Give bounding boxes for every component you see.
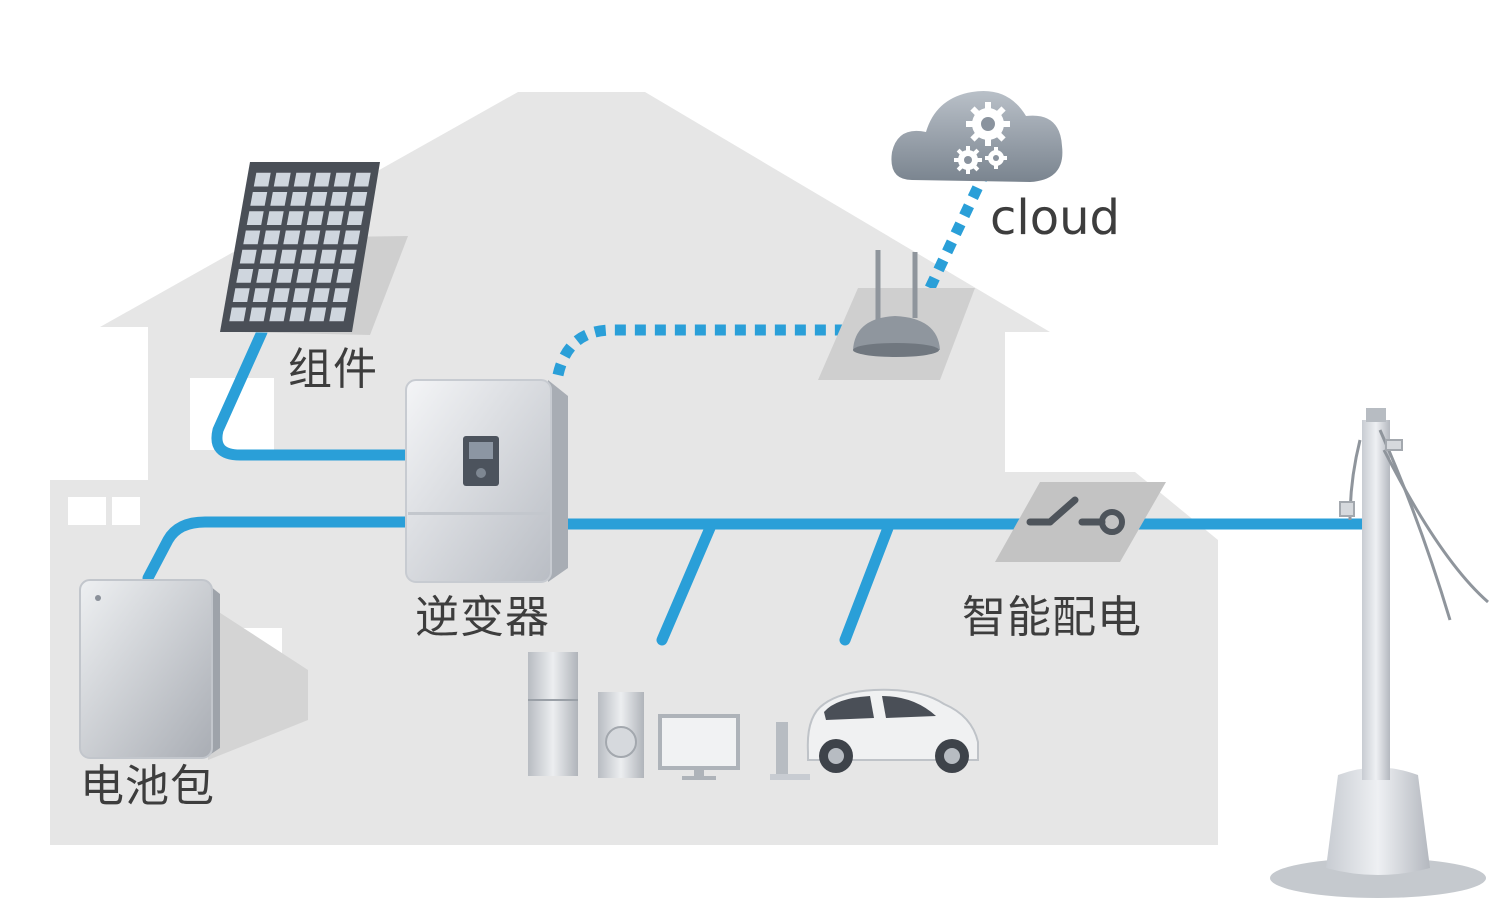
monitor-icon: [658, 714, 740, 780]
solar-cell: [229, 307, 247, 322]
solar-cell: [263, 230, 281, 245]
solar-cell: [329, 307, 347, 322]
solar-cell: [256, 268, 274, 283]
solar-cell: [283, 230, 301, 245]
solar-cell: [296, 268, 314, 283]
solar-cell: [249, 307, 267, 322]
utility-pole-icon: [1270, 408, 1489, 898]
solar-cell: [270, 191, 288, 206]
solar-cell: [336, 268, 354, 283]
switch-icon: [995, 482, 1166, 562]
solar-cell: [303, 230, 321, 245]
solar-cell: [239, 249, 257, 264]
solar-cell: [350, 191, 368, 206]
solar-cell: [272, 288, 290, 303]
router-to-cloud-link: [925, 169, 990, 291]
solar-cell: [243, 230, 261, 245]
solar-cell: [310, 191, 328, 206]
solar-cell: [269, 307, 287, 322]
solar-cell: [289, 307, 307, 322]
solar-cell: [253, 172, 271, 187]
washing-machine-icon: [598, 692, 644, 778]
solar-cell: [332, 288, 350, 303]
inverter-to-router-link: [552, 324, 868, 377]
solar-cell: [313, 172, 331, 187]
solar-cell: [319, 249, 337, 264]
refrigerator-icon: [528, 652, 578, 776]
solar-cell: [250, 191, 268, 206]
solar-cell: [246, 211, 264, 226]
solar-cell: [330, 191, 348, 206]
panel-to-inverter-line: [211, 326, 416, 461]
solar-cell: [323, 230, 341, 245]
cloud-label: cloud: [990, 190, 1120, 246]
solar-cell: [252, 288, 270, 303]
solar-cell: [316, 268, 334, 283]
solar-cell: [292, 288, 310, 303]
inverter-icon: [405, 379, 568, 583]
solar-cell: [326, 211, 344, 226]
solar-cell: [232, 288, 250, 303]
appliance-drop-line-1: [656, 522, 716, 646]
solar-cell: [339, 249, 357, 264]
battery-label: 电池包: [80, 761, 215, 812]
solar-cell: [259, 249, 277, 264]
inverter-label: 逆变器: [415, 592, 550, 643]
electric-car-icon: [806, 688, 979, 773]
solar-cell: [353, 172, 371, 187]
solar-cell: [279, 249, 297, 264]
battery-to-inverter-line: [142, 516, 416, 584]
data-links: [552, 169, 990, 377]
solar-cell: [236, 268, 254, 283]
modules-label: 组件: [288, 344, 378, 395]
smart-distribution-label: 智能配电: [962, 592, 1142, 643]
solar-cell: [299, 249, 317, 264]
power-lines: [142, 326, 1371, 646]
solar-cell: [286, 211, 304, 226]
solar-cell: [312, 288, 330, 303]
solar-cell: [346, 211, 364, 226]
solar-cell: [273, 172, 291, 187]
battery-pack-icon: [79, 579, 308, 760]
solar-cell: [306, 211, 324, 226]
solar-cell: [290, 191, 308, 206]
solar-panel-icon: [220, 162, 408, 335]
solar-cell: [333, 172, 351, 187]
solar-cell: [276, 268, 294, 283]
solar-cell: [293, 172, 311, 187]
solar-cell: [309, 307, 327, 322]
solar-cell: [266, 211, 284, 226]
solar-cell: [343, 230, 361, 245]
wifi-router-icon: [818, 250, 975, 380]
cloud-gear-icon: [891, 91, 1063, 182]
appliance-drop-line-2: [839, 522, 894, 646]
ev-charger-icon: [770, 722, 810, 780]
